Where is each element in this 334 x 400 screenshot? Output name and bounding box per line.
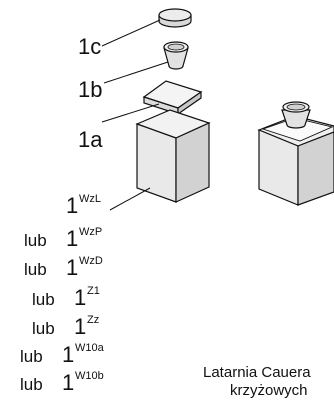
signature-prefix: lub bbox=[24, 260, 47, 279]
part-1c-disc bbox=[158, 8, 192, 28]
signature-prefix: lub bbox=[32, 319, 55, 338]
signature-superscript: WzP bbox=[79, 226, 102, 238]
leader-1c bbox=[101, 19, 161, 47]
signature-prefix: lub bbox=[20, 347, 43, 366]
signature-superscript: Z1 bbox=[87, 285, 100, 297]
signature-superscript: W10a bbox=[75, 342, 105, 354]
signature-base: 1 bbox=[74, 314, 86, 339]
leader-1b bbox=[103, 61, 169, 84]
signature-base: 1 bbox=[62, 370, 74, 395]
signature-prefix: lub bbox=[20, 375, 43, 394]
signature-superscript: Zz bbox=[87, 314, 99, 326]
caption-line-1: Latarnia Cauera bbox=[203, 364, 311, 381]
leader-lines bbox=[101, 19, 169, 211]
signature-base: 1 bbox=[62, 342, 74, 367]
signature-prefix: lub bbox=[32, 290, 55, 309]
assembled-lantern bbox=[257, 101, 334, 206]
label-1b: 1b bbox=[78, 77, 102, 102]
signature-superscript: W10b bbox=[75, 370, 104, 382]
signature-base: 1 bbox=[74, 285, 86, 310]
caption-line-2: krzyżowych bbox=[230, 382, 308, 399]
part-1-box bbox=[135, 109, 211, 203]
label-1a: 1a bbox=[78, 127, 103, 152]
label-1c: 1c bbox=[78, 34, 101, 59]
part-1a-plate bbox=[142, 80, 203, 116]
signature-superscript: WzD bbox=[79, 255, 103, 267]
signature-base: 1 bbox=[66, 255, 78, 280]
signature-base: 1 bbox=[66, 193, 78, 218]
signature-list: 1 WzL lub 1 WzP lub 1 WzD lub 1 Z1 lub 1… bbox=[20, 193, 105, 395]
leader-1a bbox=[101, 103, 160, 123]
part-1b-cup bbox=[163, 41, 189, 70]
signature-base: 1 bbox=[66, 226, 78, 251]
signature-prefix: lub bbox=[24, 231, 47, 250]
signature-superscript: WzL bbox=[79, 193, 101, 205]
leader-1 bbox=[109, 187, 151, 211]
